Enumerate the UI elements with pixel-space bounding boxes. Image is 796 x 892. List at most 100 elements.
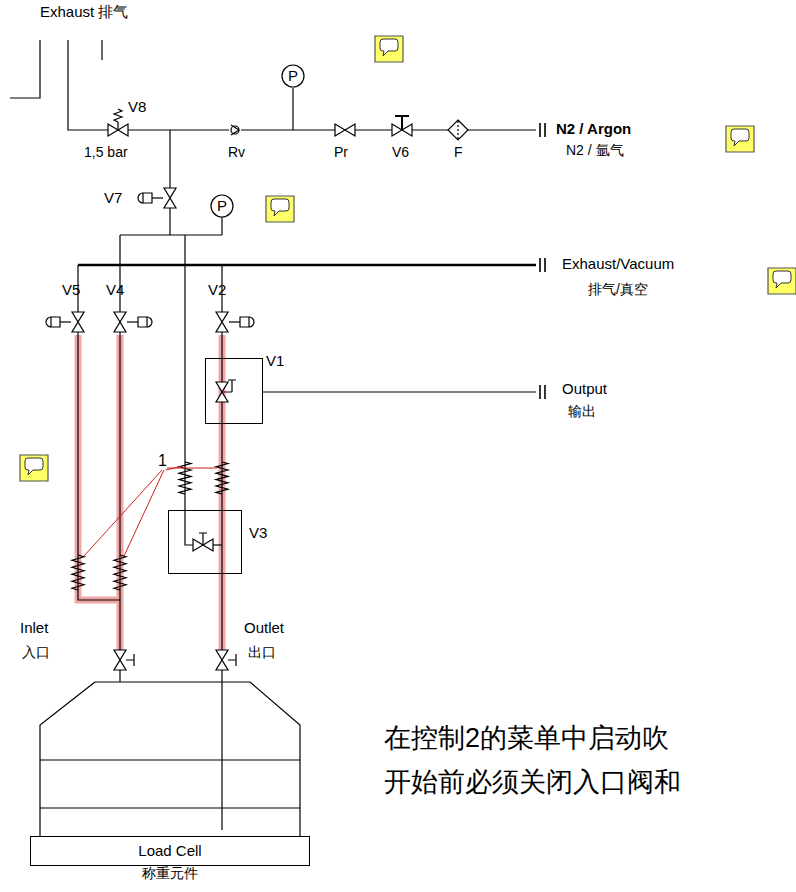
pipe — [241, 129, 335, 130]
load-cell-box: Load Cell称重元件 — [30, 836, 310, 866]
note-text: 开始前必须关闭入口阀和 — [384, 768, 681, 798]
actuator-stem — [60, 321, 71, 322]
comment-icon — [726, 126, 754, 152]
pipe — [221, 217, 222, 235]
node-label: V3 — [249, 525, 267, 542]
leader-line — [84, 470, 162, 556]
coil-symbol — [216, 462, 228, 494]
pipe — [185, 510, 193, 545]
actuator-symbol — [249, 317, 254, 327]
spring-symbol — [114, 109, 122, 130]
gauge-circle — [282, 65, 304, 87]
pipe — [466, 129, 536, 130]
part-label: V4 — [106, 282, 124, 299]
connector-symbol — [540, 258, 545, 272]
connector-symbol — [540, 385, 545, 399]
comment-icon — [773, 271, 791, 288]
highlight-bands — [78, 335, 222, 652]
valve-symbol — [114, 650, 126, 670]
pipe — [101, 40, 102, 60]
symbols — [20, 36, 796, 836]
filter-symbol — [457, 121, 458, 139]
pipe — [119, 670, 120, 682]
pipe — [10, 40, 40, 98]
comment-icon — [731, 129, 749, 146]
comment-icon — [375, 36, 403, 62]
part-label: V8 — [128, 99, 146, 116]
connector-symbol — [540, 123, 545, 137]
part-label: 入口 — [22, 645, 50, 660]
valve-box: V1 — [205, 358, 263, 424]
actuator-symbol — [138, 317, 147, 327]
actuator-stem — [152, 197, 163, 198]
comment-icon — [768, 268, 796, 294]
part-label: V5 — [62, 282, 80, 299]
part-label: 1,5 bar — [84, 145, 128, 160]
part-label: N2 / 氩气 — [566, 143, 624, 158]
gauge-circle — [211, 195, 233, 217]
check-valve — [231, 126, 239, 134]
valve-box: V3 — [168, 510, 242, 574]
vessel-outline — [40, 682, 300, 836]
pipe — [169, 130, 170, 188]
part-label: V2 — [208, 282, 226, 299]
leader-line — [124, 470, 164, 556]
part-label: F — [454, 145, 463, 160]
valve-symbol — [216, 312, 228, 332]
part-label: V6 — [392, 145, 409, 160]
part-label: 排气/真空 — [588, 282, 648, 297]
valve-symbol — [114, 312, 126, 332]
comment-icon — [271, 199, 289, 216]
part-label: Exhaust 排气 — [40, 4, 128, 21]
actuator-symbol — [240, 317, 249, 327]
part-label: V7 — [104, 190, 122, 207]
part-label: Exhaust/Vacuum — [562, 256, 674, 273]
actuator-stem — [229, 321, 240, 322]
leader-line — [167, 468, 217, 469]
pipe — [119, 235, 120, 312]
valve-symbol — [164, 188, 176, 208]
pipe — [263, 391, 536, 392]
node-label: Load Cell — [138, 843, 201, 860]
check-valve — [231, 125, 239, 135]
node-label: V1 — [266, 353, 284, 370]
comment-icon — [20, 455, 48, 481]
coil-symbol — [72, 555, 84, 590]
valve-symbol — [72, 312, 84, 332]
valve-stem — [199, 533, 207, 545]
note-text: 在控制2的菜单中启动吹 — [384, 724, 669, 754]
actuator-symbol — [147, 317, 152, 327]
comment-icon — [266, 196, 294, 222]
actuator-symbol — [143, 193, 152, 203]
pipe — [169, 208, 170, 235]
pipe — [68, 40, 108, 130]
part-label: Rv — [228, 145, 245, 160]
hand-handle — [126, 654, 134, 666]
part-label: N2 / Argon — [556, 121, 631, 138]
part-label: P — [288, 68, 298, 85]
pipe — [120, 234, 222, 235]
part-label: Output — [562, 381, 607, 398]
part-label: Outlet — [244, 620, 284, 637]
pipe — [128, 129, 229, 130]
pipe — [221, 670, 222, 830]
actuator-symbol — [46, 317, 51, 327]
part-label: 出口 — [248, 645, 276, 660]
part-label: Inlet — [20, 620, 48, 637]
valve-symbol — [216, 650, 228, 670]
filter-symbol — [448, 120, 468, 140]
part-label: Pr — [334, 145, 348, 160]
actuator-stem — [127, 321, 138, 322]
node-sublabel: 称重元件 — [142, 866, 198, 881]
actuator-symbol — [51, 317, 60, 327]
coil-symbol — [114, 555, 126, 590]
pipe — [119, 332, 120, 650]
pipe — [213, 544, 222, 545]
pipe — [355, 129, 392, 130]
callout-number: 1 — [158, 452, 167, 470]
pipes — [10, 40, 536, 830]
hand-handle — [228, 654, 236, 666]
pipe — [292, 88, 293, 130]
